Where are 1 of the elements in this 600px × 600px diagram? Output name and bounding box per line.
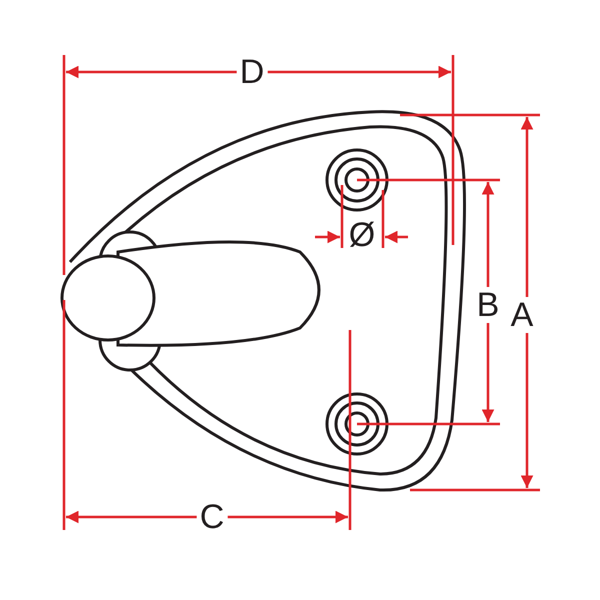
- dimension-label: A: [508, 297, 536, 333]
